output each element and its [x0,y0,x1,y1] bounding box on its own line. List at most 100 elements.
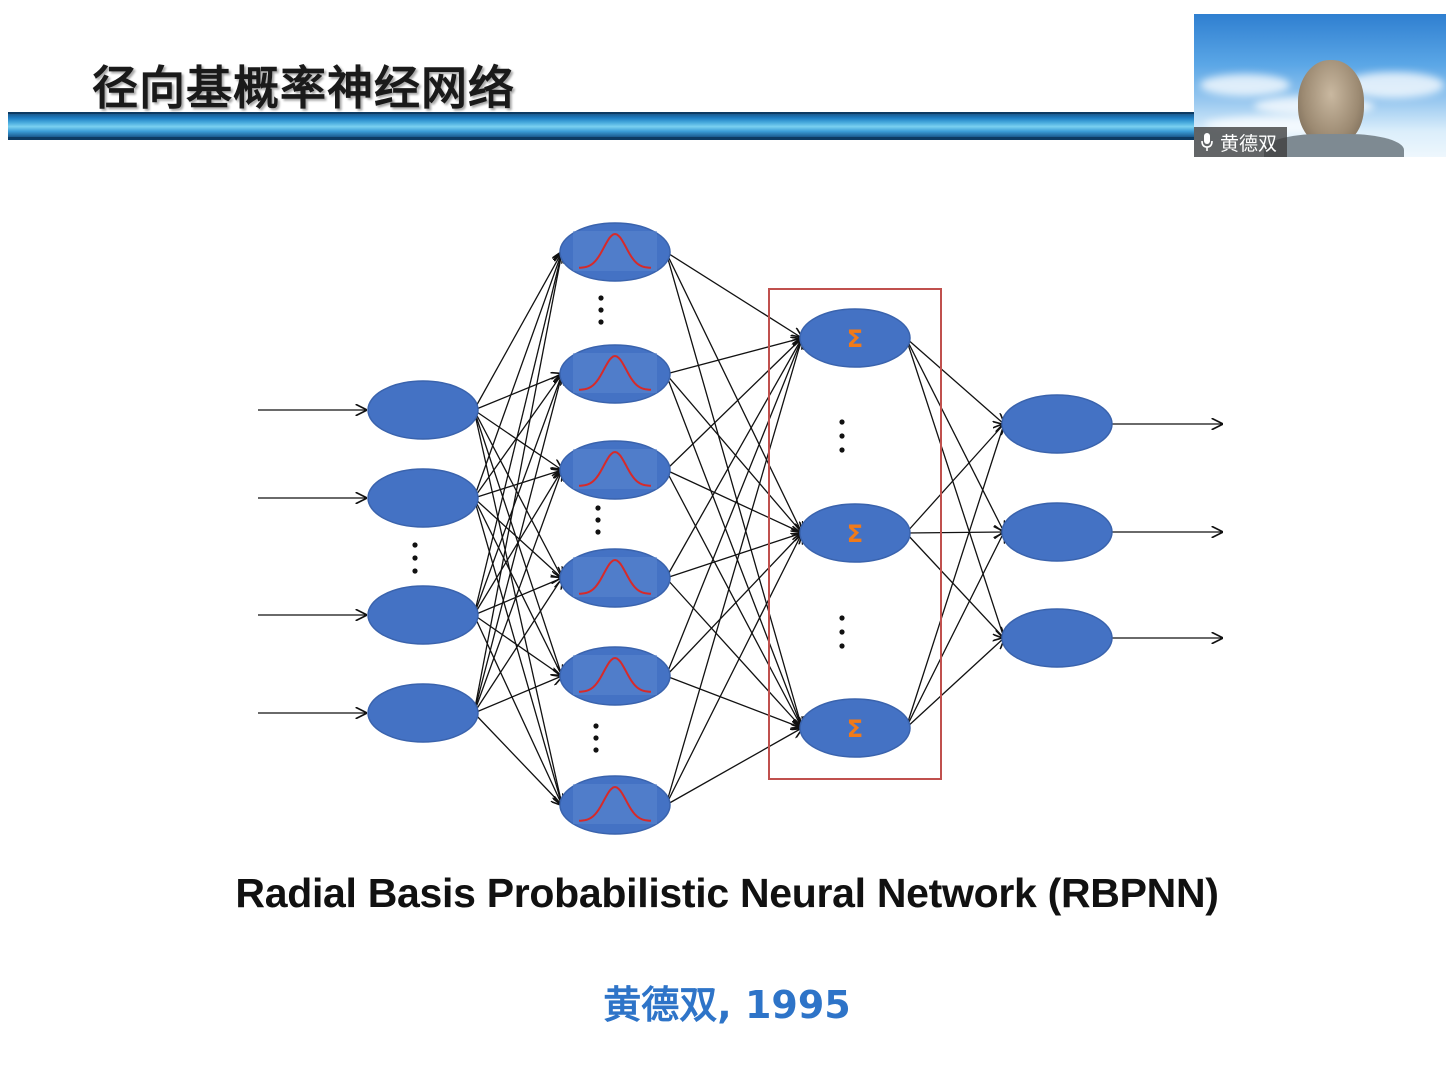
connection-arrow [665,251,802,728]
connection-arrow [665,373,802,728]
connection-arrow [665,373,802,533]
author-credit: 黄德双, 1995 [603,983,851,1027]
ellipsis-dot [839,643,845,649]
gaussian-plot-background [573,784,657,824]
sky-cloud [1200,74,1290,96]
output-node [1001,394,1113,454]
ellipsis-dot [839,433,845,439]
connection-arrow [665,338,802,375]
input-node [367,468,479,528]
slide-title: 径向基概率神经网络 [92,61,515,115]
diagram-caption: Radial Basis Probabilistic Neural Networ… [235,870,1219,916]
connection-arrow [473,409,562,470]
title-underline-bar [8,112,1198,140]
connection-arrow [665,338,802,471]
gaussian-curve-icon [578,450,652,487]
ellipsis-dot [598,295,604,301]
input-node [367,380,479,440]
connection-arrow [905,424,1004,729]
connection-arrow [665,533,802,806]
input-node [367,585,479,645]
sigma-symbol: Σ [847,325,863,353]
gaussian-curve-icon [578,232,652,269]
ellipsis-dot [412,568,418,574]
gaussian-plot-background [573,557,657,597]
connection-arrow [473,578,562,616]
connection-arrow [473,497,562,578]
participant-face [1298,60,1364,146]
connection-edges [258,252,1222,805]
connection-arrow [473,676,562,714]
participant-name-tag: 黄德双 [1194,127,1288,157]
ellipsis-dots [412,295,845,753]
connection-arrow [473,374,562,714]
sigma-symbol: Σ [847,520,863,548]
ellipsis-dot [412,555,418,561]
connection-arrow [473,374,562,616]
connection-arrow [473,252,562,411]
connection-arrow [473,252,562,714]
participant-shoulders [1264,134,1404,157]
gaussian-plot-background [573,231,657,271]
input-node [367,683,479,743]
sigma-symbol: Σ [847,715,863,743]
ellipsis-dot [839,419,845,425]
summation-layer-highlight-box [768,288,942,780]
microphone-icon [1201,133,1213,151]
ellipsis-dot [839,447,845,453]
connection-arrow [905,424,1004,534]
participant-name: 黄德双 [1220,132,1278,155]
ellipsis-dot [598,319,604,325]
gaussian-plot-background [573,353,657,393]
gaussian-plot-background [573,655,657,695]
connection-arrow [665,338,802,806]
ellipsis-dot [839,629,845,635]
ellipsis-dot [595,505,601,511]
connection-arrow [665,251,802,533]
connection-arrow [665,469,802,728]
connection-arrow [665,469,802,533]
ellipsis-dot [839,615,845,621]
participant-video-tile[interactable]: 黄德双 [1194,14,1446,157]
ellipsis-dot [593,735,599,741]
connection-arrow [665,675,802,728]
connection-arrow [905,337,1004,638]
connection-arrow [473,497,562,676]
gaussian-curve-icon [578,785,652,822]
connection-arrow [905,638,1004,729]
connection-arrow [473,578,562,714]
connection-arrow [905,532,1004,638]
summation-node [799,503,911,563]
connection-arrow [905,532,1004,729]
connection-arrow [473,712,562,805]
connection-arrow [905,337,1004,424]
connection-arrow [473,252,562,499]
gaussian-plot-background [573,449,657,489]
connection-arrow [473,252,562,616]
connection-arrow [665,338,802,579]
gaussian-curve-icon [578,354,652,391]
summation-node [799,308,911,368]
connection-arrow [665,533,802,677]
connection-arrow [473,470,562,714]
ellipsis-dot [593,747,599,753]
gaussian-curve-icon [578,558,652,595]
ellipsis-dot [412,542,418,548]
connection-arrow [473,614,562,805]
connection-arrow [905,337,1004,532]
connection-arrow [665,533,802,579]
connection-arrow [473,409,562,805]
connection-arrow [665,338,802,677]
connection-arrow [473,497,562,805]
gaussian-curve-icon [578,656,652,693]
ellipsis-dot [595,517,601,523]
connection-arrow [473,374,562,411]
ellipsis-dot [593,723,599,729]
connection-arrow [665,728,802,806]
network-nodes: Σ Σ Σ [367,222,1113,835]
output-node [1001,502,1113,562]
connection-arrow [665,577,802,728]
output-node [1001,608,1113,668]
summation-node [799,698,911,758]
